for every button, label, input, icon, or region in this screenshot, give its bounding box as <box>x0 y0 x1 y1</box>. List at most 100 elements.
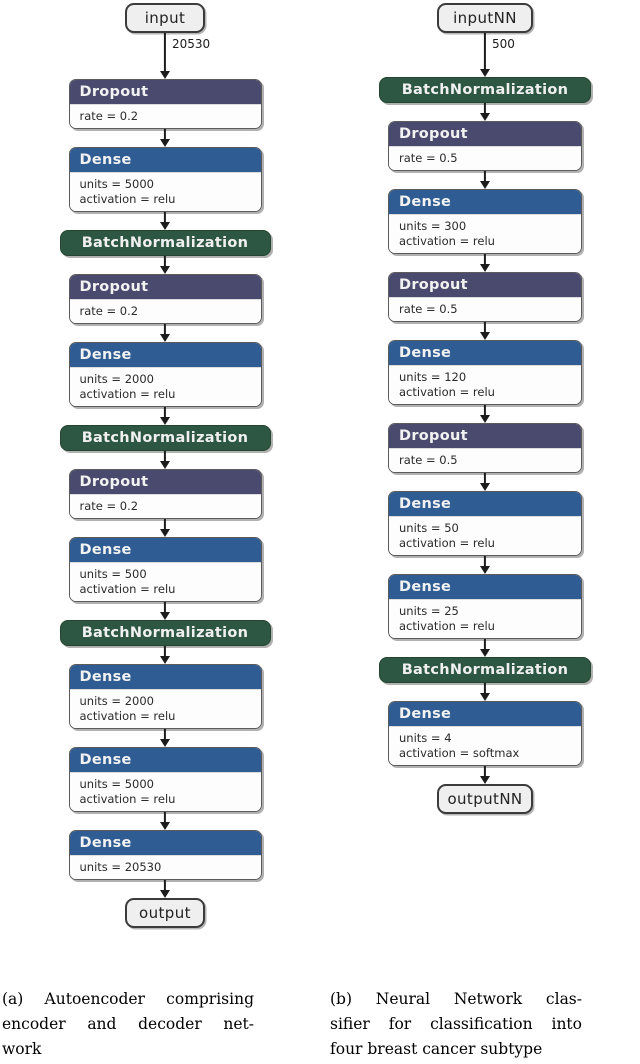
layer-params: rate = 0.2 <box>69 495 261 518</box>
flow-arrow <box>478 322 492 340</box>
layer-type-label: Dense <box>69 748 261 773</box>
layer-params: rate = 0.2 <box>69 105 261 128</box>
flow-arrow <box>478 766 492 784</box>
flow-arrow <box>158 519 172 537</box>
arrow-line <box>483 405 487 417</box>
arrow-head-icon <box>160 139 170 147</box>
arrow-line <box>163 646 167 658</box>
layer-params: rate = 0.2 <box>69 300 261 323</box>
arrow-head-icon <box>160 529 170 537</box>
layer-type-label: Dense <box>389 341 581 366</box>
flow-arrow <box>478 556 492 574</box>
layer-param-row: units = 20530 <box>79 860 162 874</box>
arrow-line <box>483 171 487 183</box>
arrow-line <box>483 103 487 115</box>
layer-params: rate = 0.5 <box>389 449 581 472</box>
layer-param-row: units = 50 <box>399 521 459 535</box>
layer-param-row: units = 5000 <box>79 777 155 791</box>
layer-param-row: units = 25 <box>399 604 459 618</box>
arrow-head-icon <box>160 890 170 898</box>
edge-label-tensor-size: 500 <box>492 37 515 51</box>
layer-param-row: units = 4 <box>399 731 452 745</box>
layer-node-batchnormalization[interactable]: BatchNormalization <box>379 77 591 103</box>
layer-param-row: units = 300 <box>399 219 467 233</box>
flow-arrow <box>158 602 172 620</box>
layer-param-row: activation = relu <box>79 792 176 806</box>
layer-param-row: units = 2000 <box>79 694 155 708</box>
layer-type-label: Dense <box>69 343 261 368</box>
arrow-head-icon <box>480 649 490 657</box>
arrow-head-icon <box>480 566 490 574</box>
arrow-line <box>163 33 167 73</box>
arrow-line <box>483 473 487 485</box>
caption-line: four breast cancer subtype <box>330 1040 543 1058</box>
arrow-line <box>163 256 167 268</box>
flow-arrow <box>478 405 492 423</box>
arrow-head-icon <box>480 776 490 784</box>
arrow-head-icon <box>480 181 490 189</box>
layer-param-row: activation = relu <box>399 385 495 399</box>
layer-param-row: units = 5000 <box>79 177 155 191</box>
flow-arrow <box>158 129 172 147</box>
arrow-line <box>483 639 487 651</box>
arrow-head-icon <box>160 71 170 79</box>
layer-node-batchnormalization[interactable]: BatchNormalization <box>59 230 271 256</box>
layer-param-row: rate = 0.5 <box>399 302 458 316</box>
arrow-head-icon <box>160 461 170 469</box>
arrow-line <box>163 519 167 531</box>
arrow-line <box>163 602 167 614</box>
layer-node-batchnormalization[interactable]: BatchNormalization <box>59 425 271 451</box>
caption-line: sifier for classification into <box>330 1015 582 1033</box>
layer-node-batchnormalization[interactable]: BatchNormalization <box>379 657 591 683</box>
layer-type-label: Dropout <box>389 424 581 449</box>
layer-node-batchnormalization[interactable]: BatchNormalization <box>59 620 271 646</box>
arrow-head-icon <box>160 222 170 230</box>
flow-arrow <box>478 171 492 189</box>
edge-label-tensor-size: 20530 <box>172 37 211 51</box>
layer-param-row: activation = relu <box>79 709 176 723</box>
flow-arrow-labeled: 500 <box>478 33 515 77</box>
flow-arrow <box>158 324 172 342</box>
flow-arrow <box>478 103 492 121</box>
arrow-head-icon <box>160 739 170 747</box>
input-node[interactable]: input <box>125 3 205 33</box>
layer-param-row: activation = relu <box>399 619 495 633</box>
arrow-head-icon <box>480 415 490 423</box>
arrow-line <box>163 407 167 419</box>
output-node[interactable]: output <box>125 898 205 928</box>
input-node[interactable]: inputNN <box>437 3 533 33</box>
flow-arrow <box>158 407 172 425</box>
layer-param-row: activation = relu <box>79 582 176 596</box>
arrow-head-icon <box>160 822 170 830</box>
layer-param-row: activation = relu <box>399 234 495 248</box>
arrow-line <box>163 880 167 892</box>
output-node[interactable]: outputNN <box>437 784 533 814</box>
